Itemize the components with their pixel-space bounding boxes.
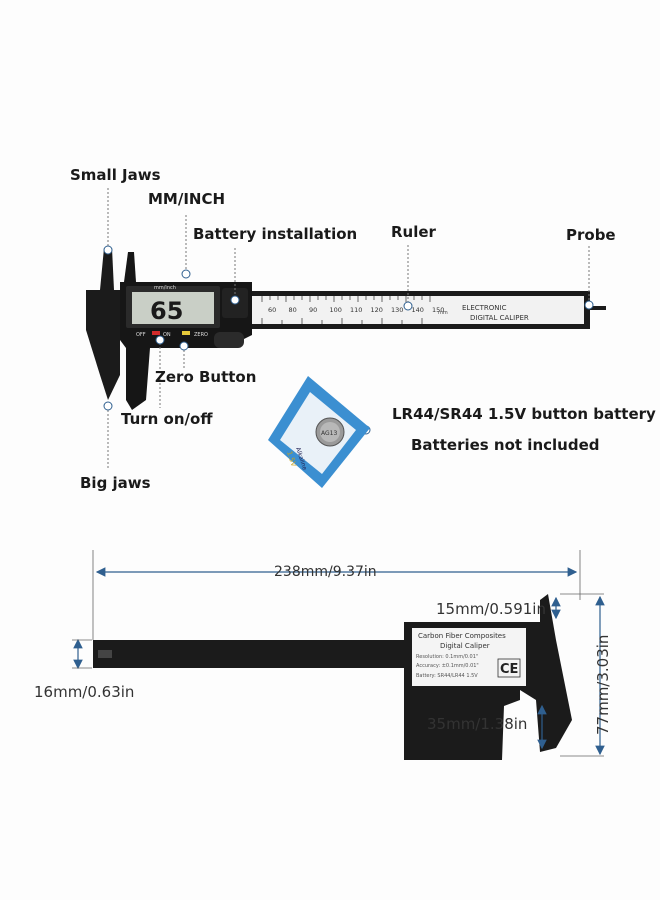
small-jaw-slider (124, 252, 136, 282)
label-small-jaws: Small Jaws (70, 166, 161, 184)
scale-number: 80 (289, 306, 297, 314)
unit-button-label: mm/inch (154, 285, 176, 291)
scale-number: 100 (330, 306, 342, 314)
scale-number: 60 (268, 306, 276, 314)
dim-upper-jaw: 15mm/0.591in (436, 600, 546, 618)
probe-rod (588, 306, 606, 310)
battery-card: AG13 Alkaline 1.5V (268, 376, 370, 488)
dim-length: 238mm/9.37in (274, 564, 377, 580)
scale-number: 130 (391, 306, 403, 314)
zero-button (182, 331, 190, 335)
callout-markers (103, 245, 594, 435)
ruler-ticks (261, 296, 431, 324)
caliper-bottom: Carbon Fiber Composites Digital Caliper … (93, 594, 572, 760)
big-jaw-fixed (86, 290, 120, 400)
plate-resolution: Resolution: 0.1mm/0.01" (416, 654, 478, 660)
label-zero-button: Zero Button (155, 368, 257, 386)
plate-accuracy: Accuracy: ±0.1mm/0.01" (416, 663, 479, 669)
plate-subtitle: Digital Caliper (440, 642, 490, 650)
label-battery-type: LR44/SR44 1.5V button battery (392, 405, 656, 423)
label-battery-installation: Battery installation (193, 225, 358, 243)
battery-cell-code: AG13 (321, 430, 337, 437)
small-jaw-fixed (100, 248, 114, 290)
label-mm-inch: MM/INCH (148, 190, 226, 208)
scale-number: 120 (371, 306, 383, 314)
plate-battery: Battery: SR44/LR44 1.5V (416, 673, 478, 679)
lcd-screen (132, 292, 214, 324)
scale-numbers: 60 80 90 100 110 120 130 140 150 (268, 306, 444, 314)
callout-leaders (107, 188, 590, 470)
off-label: OFF (136, 332, 146, 338)
dim-lower-jaw: 35mm/1.38in (427, 715, 528, 733)
scale-unit: mm (438, 310, 448, 316)
scale-number: 110 (350, 306, 362, 314)
ruler-face (250, 296, 584, 324)
zero-label: ZERO (194, 332, 208, 338)
label-turn-on-off: Turn on/off (121, 410, 213, 428)
dim-height: 77mm/3.03in (594, 634, 612, 735)
beam-left-notch (98, 650, 112, 658)
dim-beam-width: 16mm/0.63in (34, 683, 135, 701)
on-off-button (152, 331, 160, 335)
brand-line2: DIGITAL CALIPER (470, 314, 529, 322)
label-batteries-note: Batteries not included (411, 436, 600, 454)
brand-line1: ELECTRONIC (462, 304, 507, 312)
on-label: ON (163, 332, 171, 338)
scale-number: 90 (309, 306, 317, 314)
plate-title: Carbon Fiber Composites (418, 632, 506, 640)
label-big-jaws: Big jaws (80, 474, 151, 492)
label-probe: Probe (566, 226, 616, 244)
ce-mark: CE (500, 662, 518, 677)
lcd-reading: 65 (150, 297, 183, 325)
scale-number: 140 (412, 306, 424, 314)
label-ruler: Ruler (391, 223, 436, 241)
scale-number: 150 (432, 306, 444, 314)
thumb-wheel (214, 332, 244, 348)
dimension-lines (72, 550, 605, 757)
spec-plate (412, 628, 526, 686)
